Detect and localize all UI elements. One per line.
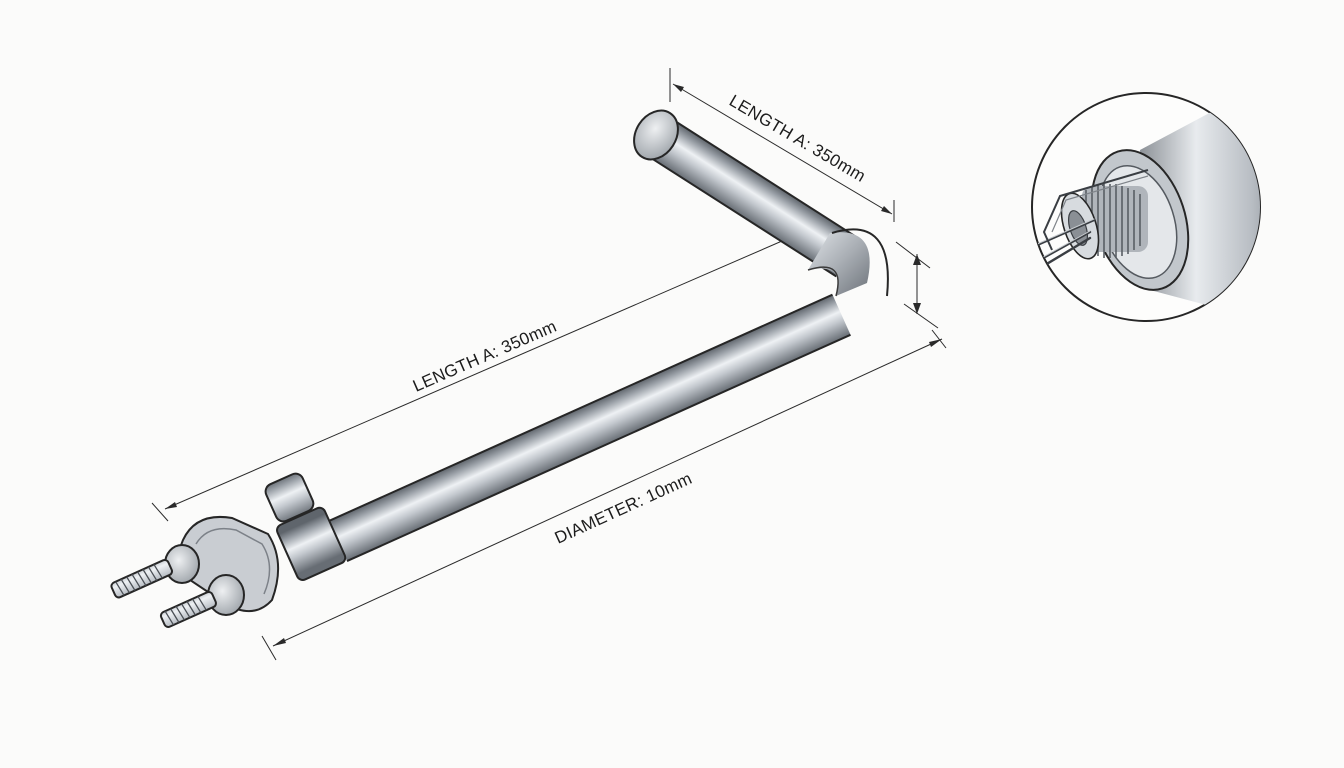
arrowhead xyxy=(273,638,286,646)
dim-line-length-a-upper xyxy=(672,83,893,215)
tube-bend xyxy=(808,232,870,296)
cross-section-detail xyxy=(1031,92,1261,322)
arrowhead xyxy=(881,206,892,214)
dim-line-diameter xyxy=(272,338,943,647)
ext-line-bend-bottom xyxy=(903,303,939,329)
terminal-collar xyxy=(264,472,315,523)
terminal-sleeve xyxy=(276,506,347,581)
ext-line-diameter-end xyxy=(931,329,947,349)
tube-end-cap xyxy=(633,109,679,161)
heating-tube xyxy=(328,109,889,562)
arrowhead xyxy=(165,502,177,509)
ext-line-bend-top xyxy=(895,241,931,269)
ext-line-diameter-start xyxy=(261,635,277,661)
label-length-a-lower: LENGTH A: 350mm xyxy=(410,317,559,396)
arrowhead xyxy=(929,339,942,347)
arrowhead xyxy=(913,254,921,265)
threaded-stud-lower xyxy=(159,590,217,628)
threaded-stud-upper xyxy=(110,558,173,599)
dim-line-length-a-lower xyxy=(164,227,813,510)
tube-short-leg xyxy=(643,115,861,278)
dimension-lines xyxy=(151,68,947,661)
arrowhead xyxy=(913,303,921,314)
tube-long-leg xyxy=(328,293,851,562)
terminal-assembly xyxy=(110,472,347,628)
arrowhead xyxy=(673,84,684,92)
ext-line-lower-start xyxy=(151,502,169,522)
